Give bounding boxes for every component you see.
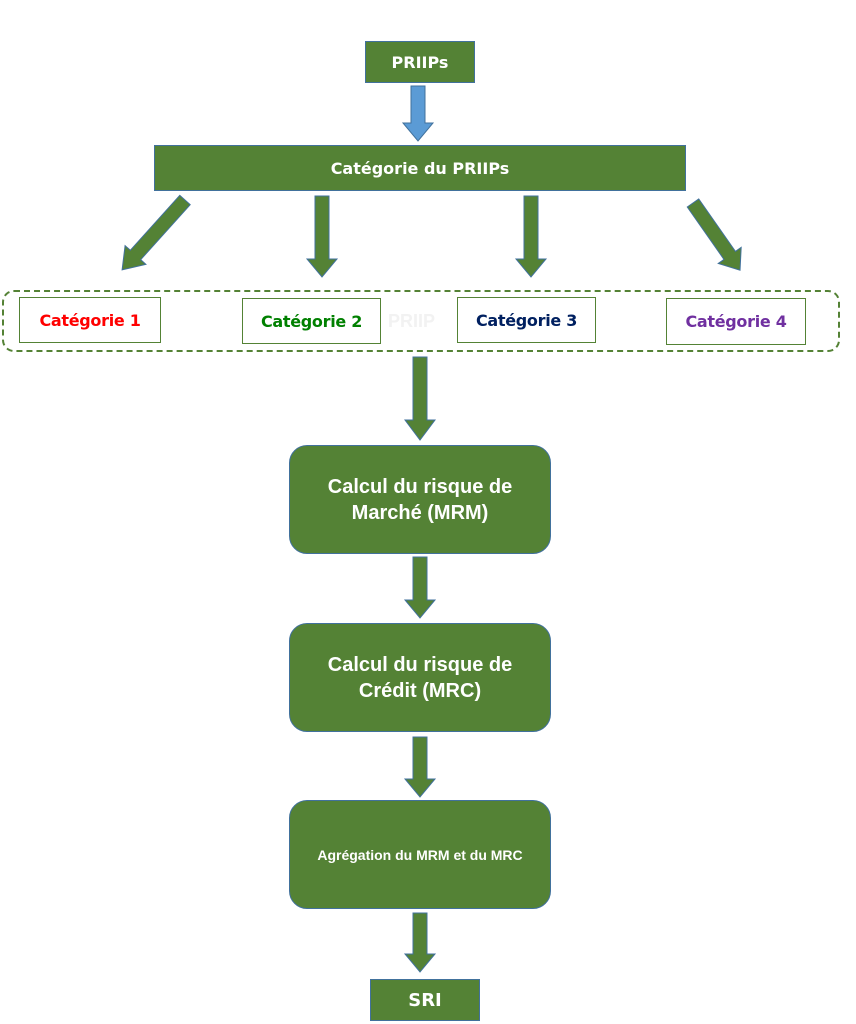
priips-label: PRIIPs	[391, 52, 449, 72]
categories-group	[2, 290, 840, 352]
aggregation-step-box: Agrégation du MRM et du MRC	[289, 800, 551, 909]
arrow-to-category-2	[305, 195, 339, 278]
mrm-step-box: Calcul du risque de Marché (MRM)	[289, 445, 551, 554]
category-2-box: Catégorie 2	[242, 298, 381, 344]
arrow-to-aggregation	[403, 736, 437, 798]
arrow-to-mrc	[403, 556, 437, 619]
category-header-label: Catégorie du PRIIPs	[330, 158, 510, 178]
arrow-to-mrm	[404, 356, 436, 441]
arrow-to-category-3	[514, 195, 548, 278]
arrow-priips-to-category	[401, 85, 435, 142]
category-3-box: Catégorie 3	[457, 297, 596, 343]
arrow-to-category-1	[121, 194, 191, 271]
category-1-box: Catégorie 1	[19, 297, 161, 343]
arrow-to-sri	[403, 912, 437, 973]
mrc-step-box: Calcul du risque de Crédit (MRC)	[289, 623, 551, 732]
category-4-box: Catégorie 4	[666, 298, 806, 345]
priips-box: PRIIPs	[365, 41, 475, 83]
arrow-to-category-4	[686, 198, 742, 271]
ghost-text: PRIIP	[388, 311, 436, 331]
aggregation-step-label: Agrégation du MRM et du MRC	[317, 846, 523, 863]
category-header-box: Catégorie du PRIIPs	[154, 145, 686, 191]
category-1-label: Catégorie 1	[39, 310, 141, 330]
mrm-step-label: Calcul du risque de Marché (MRM)	[327, 475, 513, 524]
category-2-label: Catégorie 2	[260, 311, 363, 331]
sri-box: SRI	[370, 979, 480, 1021]
sri-label: SRI	[408, 989, 442, 1011]
category-4-label: Catégorie 4	[685, 312, 787, 331]
category-3-label: Catégorie 3	[475, 310, 578, 330]
mrc-step-label: Calcul du risque de Crédit (MRC)	[327, 653, 513, 702]
